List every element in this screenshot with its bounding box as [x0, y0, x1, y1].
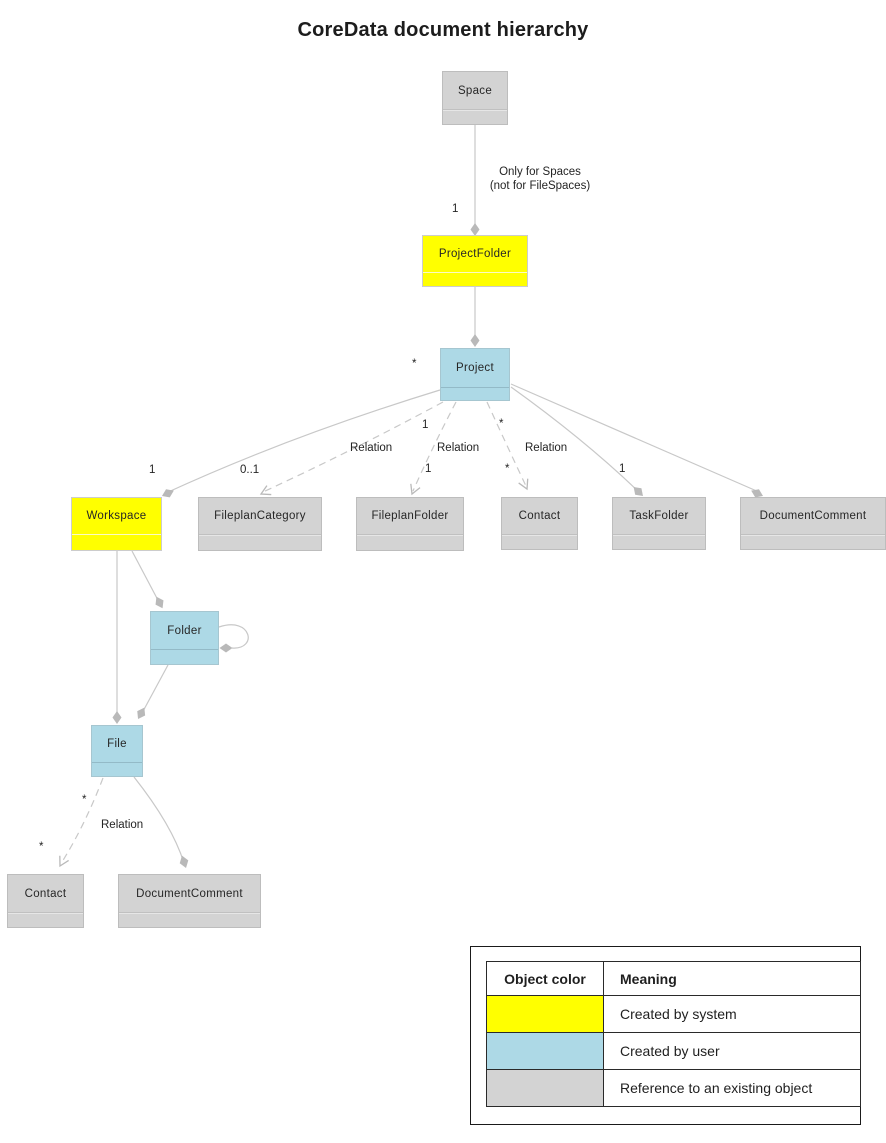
- legend-meaning-user: Created by user: [603, 1032, 861, 1070]
- edge-project-taskfolder: [510, 386, 641, 494]
- node-folder-label: Folder: [167, 624, 202, 637]
- node-space-label: Space: [457, 84, 493, 97]
- diamond-arrowhead: [470, 334, 480, 347]
- node-contact-top: Contact: [501, 497, 578, 550]
- node-file-attrs: [92, 762, 142, 776]
- node-document-comment-bottom: DocumentComment: [118, 874, 261, 928]
- legend-header-meaning: Meaning: [603, 961, 861, 996]
- edge-note-line2: (not for FileSpaces): [489, 180, 591, 192]
- multiplicity-label: 1: [452, 203, 459, 215]
- node-file-label: File: [107, 738, 127, 750]
- open-arrowhead: [54, 855, 70, 869]
- node-folder-attrs: [151, 649, 218, 664]
- diamond-arrowhead: [134, 705, 149, 722]
- edge-file-contact: [61, 777, 104, 863]
- node-contact-bottom-attrs: [8, 912, 83, 927]
- legend-row-reference: Reference to an existing object: [486, 1069, 861, 1107]
- node-project-folder-label: ProjectFolder: [438, 248, 512, 260]
- legend-meaning-system: Created by system: [603, 995, 861, 1033]
- edge-folder-file: [140, 664, 169, 716]
- edge-file-documentcomment: [133, 776, 185, 864]
- node-document-comment-top: DocumentComment: [740, 497, 886, 550]
- node-task-folder: TaskFolder: [612, 497, 706, 550]
- relation-label: Relation: [101, 819, 144, 831]
- node-fileplan-category-label: FileplanCategory: [214, 510, 306, 522]
- node-project-folder: ProjectFolder: [422, 235, 528, 287]
- relation-label: Relation: [437, 442, 480, 454]
- legend-table: Object color Meaning Created by system C…: [486, 961, 861, 1107]
- node-contact-bottom: Contact: [7, 874, 84, 928]
- diamond-arrowhead: [160, 486, 176, 501]
- multiplicity-label: 1: [425, 463, 432, 475]
- node-fileplan-folder-attrs: [357, 534, 463, 550]
- edge-note-only-for-spaces: Only for Spaces (not for FileSpaces): [478, 165, 602, 193]
- edge-project-documentcomment: [510, 383, 760, 493]
- legend-swatch-yellow: [486, 995, 604, 1033]
- legend-swatch-blue: [486, 1032, 604, 1070]
- node-contact-bottom-label: Contact: [24, 887, 67, 900]
- node-document-comment-top-attrs: [741, 534, 885, 549]
- multiplicity-label: *: [412, 358, 417, 370]
- node-document-comment-bottom-label: DocumentComment: [136, 887, 243, 900]
- relation-label: Relation: [350, 442, 393, 454]
- legend-row-system: Created by system: [486, 995, 861, 1033]
- node-fileplan-category: FileplanCategory: [198, 497, 322, 551]
- legend-row-user: Created by user: [486, 1032, 861, 1070]
- node-space: Space: [442, 71, 508, 125]
- multiplicity-label: 1: [149, 464, 156, 476]
- node-workspace-label: Workspace: [86, 510, 147, 522]
- legend-swatch-gray: [486, 1069, 604, 1107]
- legend-header-row: Object color Meaning: [486, 961, 861, 996]
- node-project-attrs: [441, 387, 509, 400]
- node-fileplan-folder: FileplanFolder: [356, 497, 464, 551]
- node-project-folder-attrs: [423, 272, 527, 286]
- node-workspace: Workspace: [71, 497, 162, 551]
- node-fileplan-category-attrs: [199, 534, 321, 550]
- diamond-arrowhead: [152, 594, 167, 611]
- node-fileplan-folder-label: FileplanFolder: [371, 510, 449, 522]
- edge-project-workspace: [165, 389, 441, 494]
- edge-note-line1: Only for Spaces: [499, 166, 581, 178]
- node-contact-top-attrs: [502, 534, 577, 549]
- edge-project-fileplancategory: [262, 401, 444, 493]
- node-document-comment-top-label: DocumentComment: [759, 510, 867, 522]
- legend-panel: Object color Meaning Created by system C…: [470, 946, 861, 1125]
- node-workspace-attrs: [72, 534, 161, 550]
- multiplicity-label: *: [505, 463, 510, 475]
- edge-project-fileplanfolder: [412, 401, 457, 492]
- multiplicity-label: 1: [422, 419, 429, 431]
- node-task-folder-attrs: [613, 534, 705, 549]
- open-arrowhead: [518, 478, 533, 492]
- multiplicity-label: *: [82, 794, 87, 806]
- legend-meaning-reference: Reference to an existing object: [603, 1069, 861, 1107]
- multiplicity-label: *: [39, 841, 44, 853]
- multiplicity-label: *: [499, 418, 504, 430]
- node-file: File: [91, 725, 143, 777]
- relation-label: Relation: [525, 442, 568, 454]
- node-task-folder-label: TaskFolder: [629, 510, 689, 522]
- multiplicity-label: 1: [619, 463, 626, 475]
- node-contact-top-label: Contact: [518, 510, 561, 522]
- edge-workspace-folder: [131, 550, 161, 605]
- node-document-comment-bottom-attrs: [119, 912, 260, 927]
- diamond-arrowhead: [177, 854, 191, 870]
- node-project-label: Project: [456, 362, 494, 374]
- page-title: CoreData document hierarchy: [297, 19, 589, 41]
- multiplicity-label: 0..1: [240, 464, 260, 476]
- node-space-attrs: [443, 109, 507, 124]
- diamond-arrowhead: [112, 711, 122, 724]
- node-folder: Folder: [150, 611, 219, 665]
- node-project: Project: [440, 348, 510, 401]
- diamond-arrowhead: [219, 643, 233, 653]
- edge-project-contact: [486, 401, 527, 487]
- legend-header-object-color: Object color: [486, 961, 604, 996]
- edge-folder-self-loop: [218, 624, 249, 649]
